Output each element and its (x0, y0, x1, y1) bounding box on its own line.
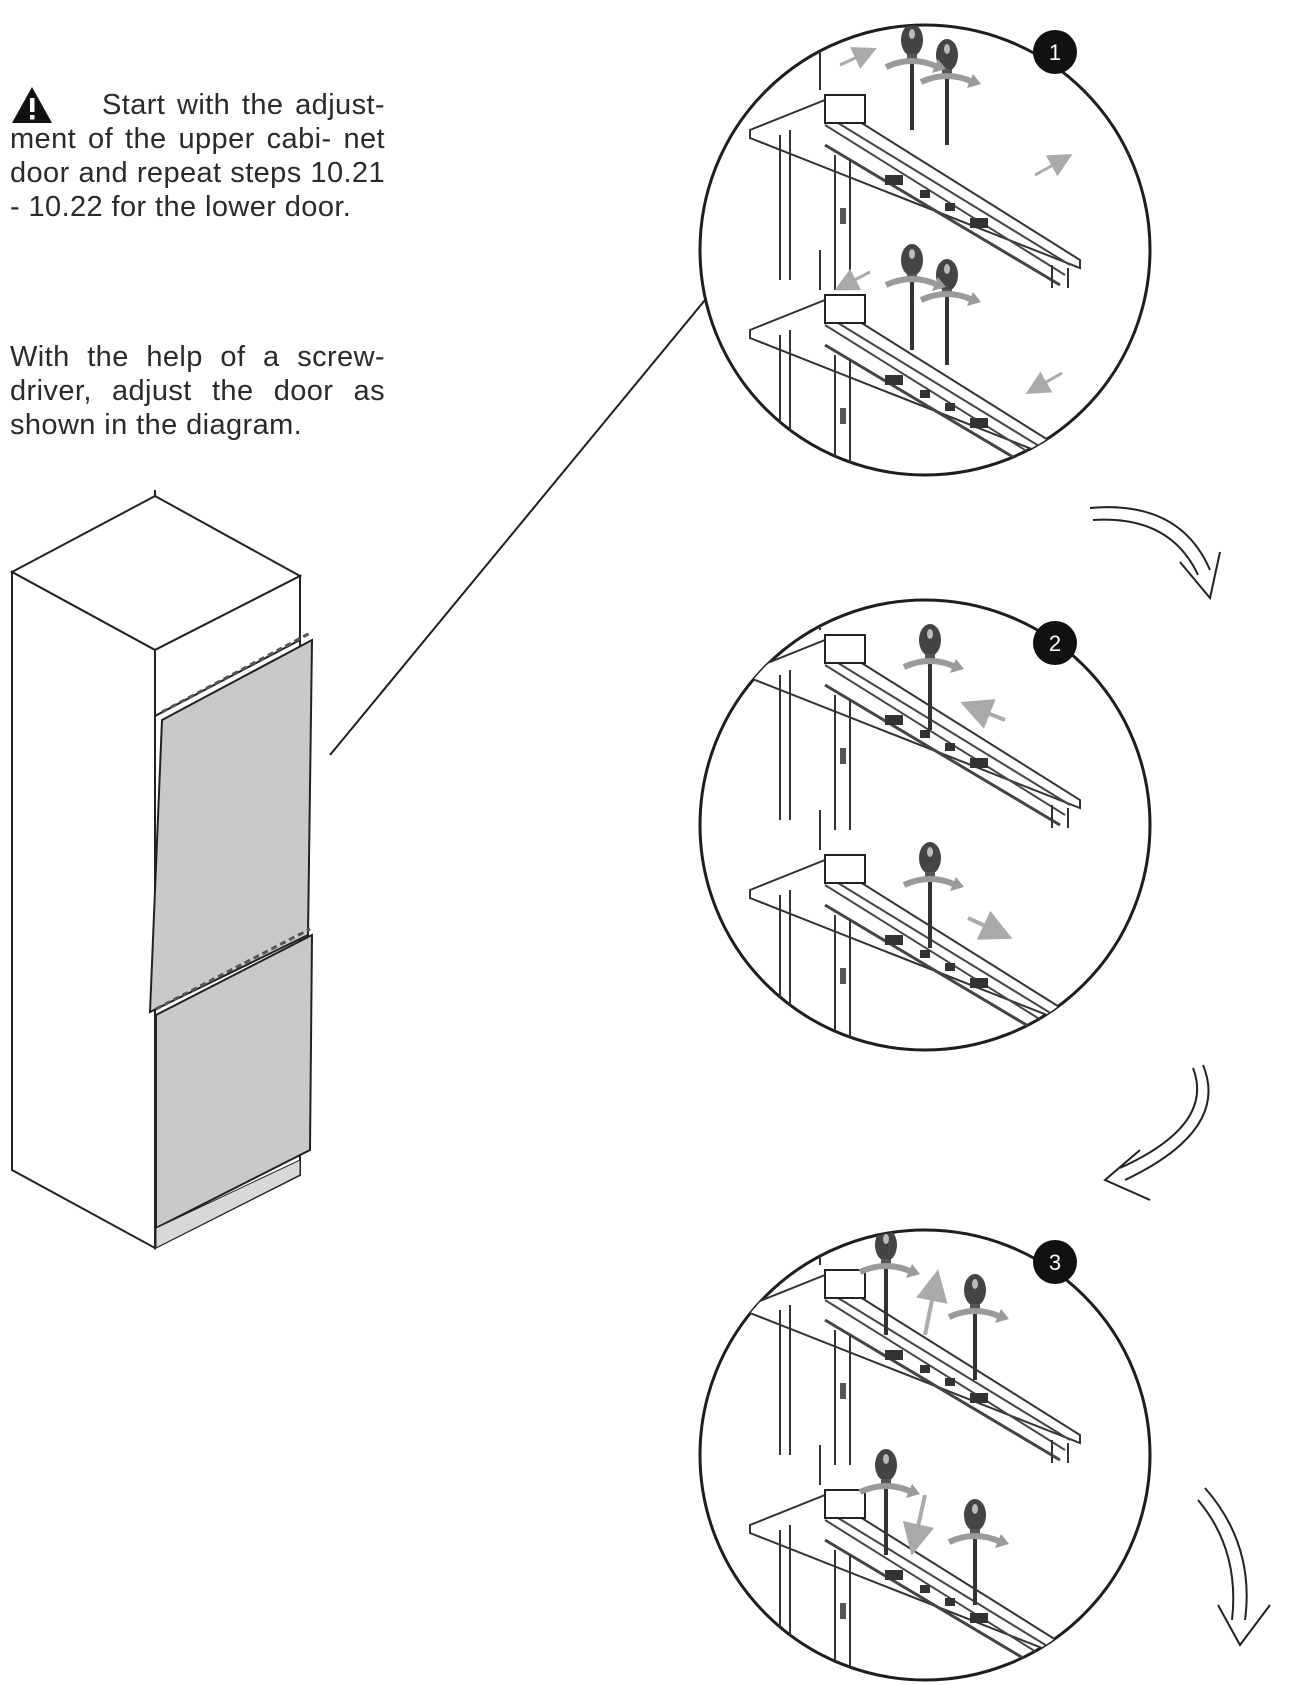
step-number-1: 1 (1049, 40, 1061, 65)
leader-line (329, 299, 706, 756)
step-badge-2: 2 (1033, 621, 1077, 665)
warning-triangle-icon (12, 87, 52, 123)
step-badge-1: 1 (1033, 30, 1077, 74)
step-badge-3: 3 (1033, 1240, 1077, 1284)
curved-arrow-3 (1197, 1487, 1271, 1647)
lower-door (155, 927, 314, 1230)
curved-arrow-2 (1103, 1064, 1210, 1201)
upper-door (148, 630, 314, 1014)
instruction-paragraph-2: With the help of a screw- driver, adjust… (10, 340, 385, 442)
instruction-text-1: Start with the adjust- ment of the upper… (10, 89, 385, 223)
detail-circle-2: 2 (698, 598, 1152, 1052)
curved-arrow-1 (1089, 506, 1221, 601)
instruction-paragraph-1: Start with the adjust- ment of the upper… (10, 88, 385, 224)
instruction-text-2: With the help of a screw- driver, adjust… (10, 341, 385, 441)
cabinet-illustration (9, 490, 314, 1250)
detail-circle-1: 1 (698, 23, 1152, 477)
step-number-2: 2 (1049, 631, 1061, 656)
step-number-3: 3 (1049, 1250, 1061, 1275)
detail-circle-3: 3 (698, 1228, 1152, 1682)
